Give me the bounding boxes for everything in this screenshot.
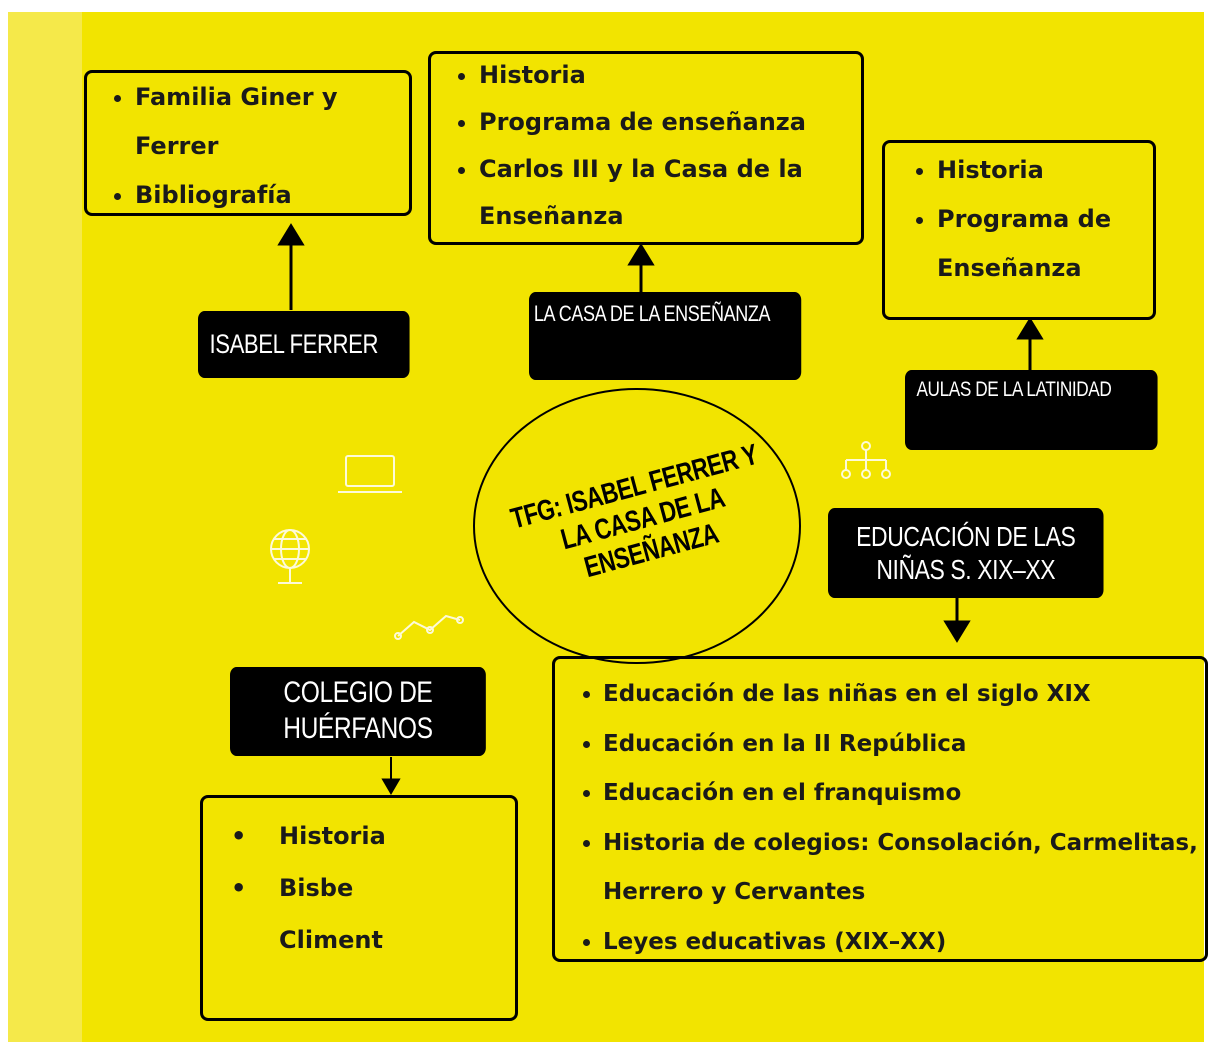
label-line-2: NIÑAS S. XIX–XX — [876, 554, 1056, 585]
line-chart-icon — [394, 614, 464, 640]
aulas-latinidad-box: Historia Programa de Enseñanza — [882, 140, 1156, 320]
educacion-ninas-box: Educación de las niñas en el siglo XIX E… — [552, 656, 1208, 962]
casa-ensenanza-label: LA CASA DE LA ENSEÑANZA — [529, 292, 802, 380]
center-circle — [473, 388, 801, 664]
laptop-icon — [338, 455, 402, 493]
isabel-ferrer-label: ISABEL FERRER — [198, 311, 410, 378]
educacion-ninas-label: EDUCACIÓN DE LAS NIÑAS S. XIX–XX — [828, 508, 1104, 598]
list-item: Educación en la II República — [603, 720, 1203, 770]
list-item: Bibliografía — [135, 171, 409, 220]
colegio-huerfanos-label: COLEGIO DE HUÉRFANOS — [230, 667, 486, 756]
list-item: •Bisbe — [231, 874, 354, 902]
isabel-ferrer-box: Familia Giner y Ferrer Bibliografía — [84, 70, 412, 216]
list-item: Educación de las niñas en el siglo XIX — [603, 670, 1203, 720]
aulas-latinidad-label: AULAS DE LA LATINIDAD — [905, 370, 1158, 450]
org-chart-icon — [841, 441, 891, 479]
list-item: Historia — [479, 52, 861, 99]
colegio-huerfanos-box: •Historia •Bisbe Climent — [200, 795, 518, 1021]
list-item: Historia — [937, 146, 1153, 195]
label-text: LA CASA DE LA ENSEÑANZA — [533, 301, 771, 326]
label-line-1: COLEGIO DE — [283, 676, 433, 709]
list-item: Educación en el franquismo — [603, 769, 1203, 819]
list-item: Familia Giner y Ferrer — [135, 73, 409, 171]
list-item: Programa de Enseñanza — [937, 195, 1153, 293]
list-item: •Historia — [231, 822, 386, 850]
label-text: AULAS DE LA LATINIDAD — [916, 378, 1112, 401]
arrowhead-educacion-ninas — [943, 620, 971, 643]
side-strip — [8, 12, 82, 1042]
list-item: Leyes educativas (XIX–XX) — [603, 918, 1203, 968]
casa-ensenanza-box: Historia Programa de enseñanza Carlos II… — [428, 51, 864, 245]
list-item: Climent — [279, 926, 383, 954]
list-item: Historia de colegios: Consolación, Carme… — [603, 819, 1203, 918]
globe-icon — [270, 529, 310, 584]
arrowhead-isabel-ferrer — [277, 223, 305, 246]
arrowhead-aulas-latinidad — [1016, 317, 1044, 340]
label-line-2: HUÉRFANOS — [283, 712, 433, 745]
arrowhead-colegio-huerfanos — [381, 778, 401, 795]
label-text: ISABEL FERRER — [209, 329, 379, 359]
label-line-1: EDUCACIÓN DE LAS — [856, 521, 1076, 552]
list-item: Carlos III y la Casa de la Enseñanza — [479, 146, 861, 240]
arrowhead-casa-ensenanza — [627, 243, 655, 266]
list-item: Programa de enseñanza — [479, 99, 861, 146]
